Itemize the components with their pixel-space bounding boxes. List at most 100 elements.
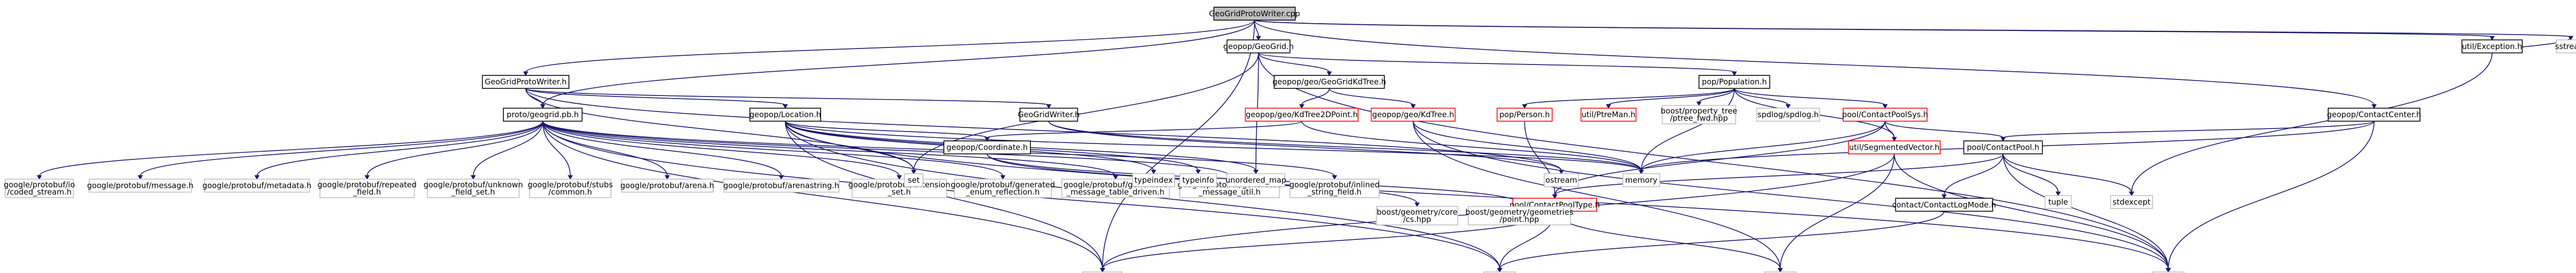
node-exception-h[interactable]: util/Exception.h [2461, 39, 2523, 54]
edge-line [1254, 20, 2493, 38]
node-label: /common.h [549, 187, 592, 197]
node-gp-unknown[interactable]: google/protobuf/unknown_field_set.h [423, 179, 523, 198]
node-segmented-h[interactable]: util/SegmentedVector.h [1848, 140, 1941, 155]
edge-arrowhead [1332, 175, 1337, 180]
node-sstream-top[interactable]: sstream [2555, 39, 2576, 54]
edge-arrowhead [567, 175, 573, 180]
edge-population_h-to-memory [1638, 88, 1735, 174]
node-boost-point[interactable]: boost/geometry/geometries/point.hpp [1465, 206, 1573, 226]
edge-arrowhead [1497, 268, 1502, 273]
node-label: pool/ContactPoolSys.h [1842, 110, 1928, 119]
edges-layer [37, 20, 2573, 273]
node-set[interactable]: set [904, 173, 924, 187]
node-typeindex[interactable]: typeindex [1132, 173, 1175, 187]
node-contactcenter-h[interactable]: geopop/ContactCenter.h [2327, 107, 2421, 122]
node-kdtree-inner-h[interactable]: geopop/geo/KdTree.h [1370, 107, 1456, 122]
node-kd2dpoint-h[interactable]: geopop/geo/KdTree2DPoint.h [1245, 107, 1359, 122]
node-typeinfo[interactable]: typeinfo [1179, 173, 1217, 187]
edge-line [525, 20, 1255, 73]
edge-line [1048, 121, 1642, 171]
node-gp-stubs[interactable]: google/protobuf/stubs/common.h [528, 179, 613, 198]
node-box [529, 179, 612, 198]
edge-root-to-writer_h [523, 20, 1255, 76]
node-ostream[interactable]: ostream [1544, 173, 1579, 187]
node-box [2461, 39, 2523, 54]
edge-line [1301, 121, 1642, 171]
node-gp-metadata[interactable]: google/protobuf/metadata.h [202, 179, 312, 193]
node-ptree-fwd[interactable]: boost/property_tree/ptree_fwd.hpp [1660, 105, 1737, 124]
node-spdlog[interactable]: spdlog/spdlog.h [1756, 107, 1820, 122]
node-gp-inlined[interactable]: google/protobuf/inlined_string_field.h [1290, 179, 1380, 198]
node-person-h[interactable]: pop/Person.h [1497, 107, 1553, 122]
node-label: google/protobuf/inlined [1290, 180, 1380, 189]
node-kdtree-h[interactable]: geopop/geo/GeoGridKdTree.h [1273, 75, 1386, 89]
edge-geogrid_h-to-kdtree_h [1258, 53, 1332, 76]
node-unordered-map[interactable]: unordered_map [1225, 173, 1286, 187]
node-gp-repeated[interactable]: google/protobuf/repeated_field.h [317, 179, 417, 198]
node-writer-h[interactable]: GeoGridProtoWriter.h [482, 75, 570, 89]
edge-arrowhead [1638, 169, 1644, 174]
node-contactpool-h[interactable]: pool/ContactPool.h [1963, 140, 2043, 155]
node-box [1132, 173, 1175, 187]
node-label: memory [1625, 175, 1657, 185]
edge-line [785, 121, 2169, 269]
edge-arrowhead [138, 175, 143, 180]
node-gp-coded-stream[interactable]: google/protobuf/io/coded_stream.h [4, 179, 75, 198]
node-geogridwriter-h[interactable]: GeoGridWriter.h [1018, 107, 1080, 122]
node-gp-arenastring[interactable]: google/protobuf/arenastring.h [723, 179, 840, 193]
edge-arrowhead [896, 175, 902, 180]
node-vector[interactable]: vector [2152, 271, 2184, 273]
node-box [1226, 173, 1285, 187]
node-gp-message[interactable]: google/protobuf/message.h [87, 179, 194, 193]
edge-line [542, 121, 1230, 176]
node-box [89, 179, 192, 193]
node-string[interactable]: string [1483, 271, 1516, 273]
node-boost-core[interactable]: boost/geometry/core/cs.hpp [1376, 206, 1459, 226]
node-population-h[interactable]: pop/Population.h [1698, 75, 1770, 89]
node-box [723, 179, 840, 193]
edge-arrowhead [2055, 191, 2061, 197]
node-label: _string_field.h [1307, 187, 1362, 197]
edge-line [1894, 154, 2169, 269]
node-cpoolsys-h[interactable]: pool/ContactPoolSys.h [1842, 107, 1928, 122]
edge-line [1258, 53, 1330, 73]
edge-line [525, 88, 1562, 171]
edge-arrowhead [540, 104, 546, 109]
node-tuple[interactable]: tuple [2044, 195, 2072, 209]
edge-arrowhead [2000, 137, 2006, 142]
node-ptreman-h[interactable]: util/PtreMan.h [1580, 107, 1637, 122]
node-geogrid-pb-h[interactable]: proto/geogrid.pb.h [503, 107, 583, 122]
edge-line [1608, 88, 1735, 106]
edge-arrowhead [1414, 202, 1420, 207]
edge-geogrid_pb_h-to-gp_inlined [542, 121, 1337, 180]
node-location-h[interactable]: geopop/Location.h [749, 107, 821, 122]
node-iostream[interactable]: iostream [1082, 271, 1123, 273]
node-label: tuple [2048, 197, 2068, 206]
node-memory[interactable]: memory [1622, 173, 1660, 187]
edge-line [2003, 154, 2132, 193]
node-label: geopop/Location.h [750, 110, 821, 119]
node-box [5, 179, 74, 198]
edge-line [39, 121, 544, 176]
edge-geogrid_pb_h-to-gp_message [138, 121, 544, 180]
edge-line [1885, 121, 1895, 138]
edge-line [2131, 53, 2493, 192]
node-label: /point.hpp [1500, 215, 1539, 224]
node-cstddef[interactable]: cstddef [1764, 271, 1797, 273]
node-label: _message_util.h [1198, 187, 1261, 197]
node-coordinate-h[interactable]: geopop/Coordinate.h [943, 140, 1031, 155]
node-gp-gen-enum[interactable]: google/protobuf/generated_enum_reflectio… [951, 179, 1055, 198]
edge-geogrid_pb_h-to-iostream [542, 121, 1105, 273]
edge-line [1254, 20, 2375, 105]
node-gp-arena[interactable]: google/protobuf/arena.h [620, 179, 714, 193]
edge-arrowhead [1299, 104, 1304, 109]
node-geogrid-h[interactable]: geopop/GeoGrid.h [1223, 39, 1294, 54]
node-root[interactable]: GeoGridProtoWriter.cpp [1209, 7, 1300, 21]
node-label: geopop/geo/KdTree2DPoint.h [1246, 110, 1358, 119]
node-contactlogmode-h[interactable]: contact/ContactLogMode.h [1892, 198, 1996, 212]
node-gp-extension[interactable]: google/protobuf/extension_set.h [849, 179, 951, 198]
node-stdexcept[interactable]: stdexcept [2110, 195, 2153, 209]
edge-geogrid_pb_h-to-gp_extension [542, 121, 902, 180]
node-label: _field.h [352, 187, 381, 197]
edge-exception_h-to-stdexcept [2129, 53, 2493, 197]
